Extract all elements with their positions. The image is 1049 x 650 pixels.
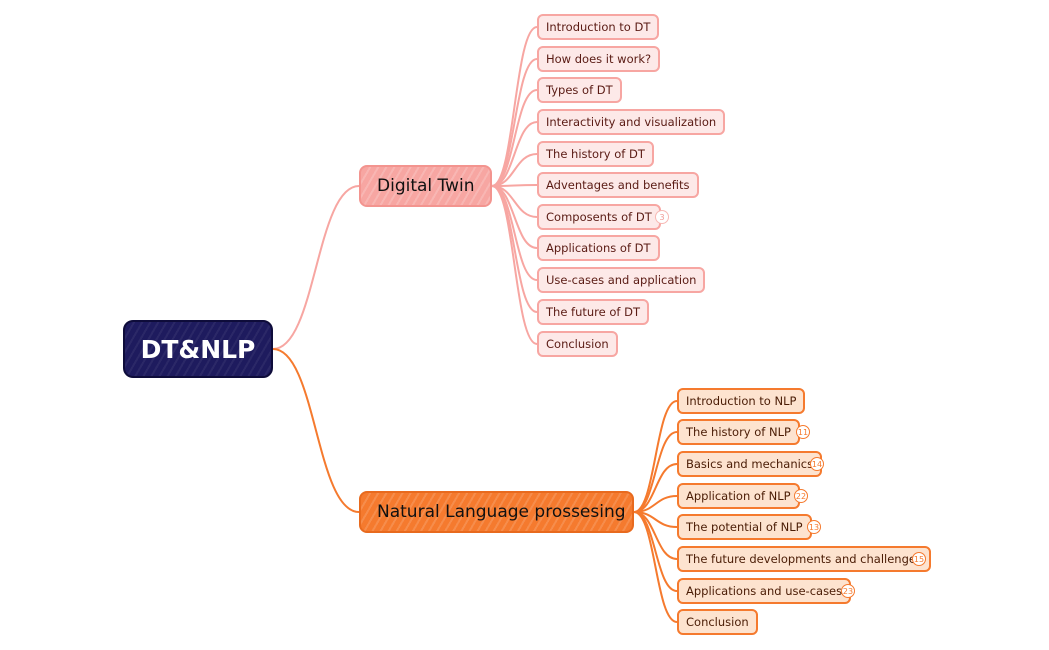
connector-digital-twin-topic: [491, 184, 538, 187]
topic-use-cases-and-application[interactable]: Use-cases and application: [537, 267, 706, 293]
topic-introduction-to-dt[interactable]: Introduction to DT: [537, 14, 660, 40]
topic-basics-and-mechanics[interactable]: Basics and mechanics: [677, 451, 823, 477]
root-topic[interactable]: DT&NLP: [123, 320, 273, 378]
connector-digital-twin-topic: [491, 185, 538, 345]
connector-nlp-topic: [633, 511, 678, 592]
collapsed-count-badge[interactable]: 14: [810, 457, 824, 471]
connector-nlp-topic: [633, 511, 678, 623]
connector-digital-twin-topic: [491, 185, 538, 249]
branch-digital-twin[interactable]: Digital Twin: [359, 165, 492, 207]
topic-introduction-to-nlp[interactable]: Introduction to NLP: [677, 388, 806, 414]
connector-digital-twin-topic: [491, 185, 538, 313]
connector-nlp-topic: [633, 400, 678, 513]
collapsed-count-badge[interactable]: 23: [841, 584, 855, 598]
branch-natural-language-processing[interactable]: Natural Language prossesing: [359, 491, 634, 533]
topic-future-developments-and-challenges[interactable]: The future developments and challenges: [677, 546, 931, 572]
topic-future-of-dt[interactable]: The future of DT: [537, 299, 650, 325]
connector-root-digital-twin: [272, 185, 360, 350]
connector-digital-twin-topic: [491, 26, 538, 187]
topic-application-of-nlp[interactable]: Application of NLP: [677, 483, 800, 509]
connector-nlp-topic: [633, 431, 678, 513]
topic-potential-of-nlp[interactable]: The potential of NLP: [677, 514, 812, 540]
collapsed-count-badge[interactable]: 13: [807, 520, 821, 534]
topic-applications-of-dt[interactable]: Applications of DT: [537, 235, 660, 261]
connector-root-nlp: [272, 348, 360, 513]
connector-digital-twin-topic: [491, 89, 538, 187]
collapsed-count-badge[interactable]: 15: [912, 552, 926, 566]
topic-interactivity-and-visualization[interactable]: Interactivity and visualization: [537, 109, 726, 135]
topic-how-does-it-work[interactable]: How does it work?: [537, 46, 661, 72]
topic-conclusion-nlp[interactable]: Conclusion: [677, 609, 758, 635]
connector-digital-twin-topic: [491, 121, 538, 187]
topic-types-of-dt[interactable]: Types of DT: [537, 77, 622, 103]
collapsed-count-badge[interactable]: 3: [655, 210, 669, 224]
topic-history-of-nlp[interactable]: The history of NLP: [677, 419, 800, 445]
topic-conclusion-dt[interactable]: Conclusion: [537, 331, 618, 357]
topic-applications-and-use-cases[interactable]: Applications and use-cases: [677, 578, 852, 604]
collapsed-count-badge[interactable]: 22: [794, 489, 808, 503]
topic-components-of-dt[interactable]: Composents of DT: [537, 204, 661, 230]
topic-history-of-dt[interactable]: The history of DT: [537, 141, 654, 167]
topic-advantages-and-benefits[interactable]: Adventages and benefits: [537, 172, 699, 198]
collapsed-count-badge[interactable]: 11: [796, 425, 810, 439]
connector-digital-twin-topic: [491, 58, 538, 187]
